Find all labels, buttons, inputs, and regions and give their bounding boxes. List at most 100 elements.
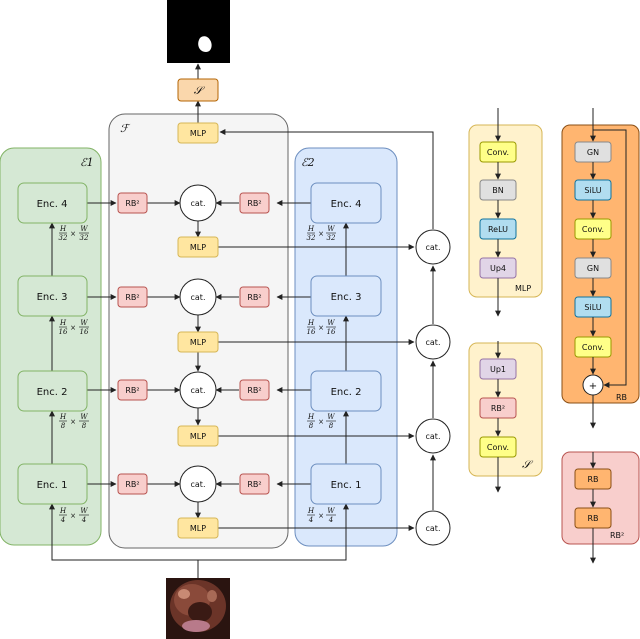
right-cat-1 (415, 510, 451, 546)
enc2-block-2 (310, 370, 382, 412)
output-mask-image (167, 0, 230, 63)
svg-text:×: × (318, 418, 324, 426)
svg-text:Conv.: Conv. (487, 148, 509, 157)
encoder2-blocks: Enc. 4 Enc. 3 Enc. 2 Enc. 1 (310, 182, 382, 505)
svg-text:MLP: MLP (190, 524, 206, 533)
cat-node-1 (179, 465, 217, 503)
svg-text:GN: GN (587, 264, 599, 273)
svg-text:×: × (70, 418, 76, 426)
svg-text:W: W (80, 319, 88, 327)
rb-detail-panel: GN SiLU Conv. GN SiLU Conv. + RB (561, 108, 640, 429)
enc1-block-3 (17, 275, 88, 317)
svg-text:RB: RB (587, 514, 598, 523)
mask-blob (198, 36, 212, 52)
svg-text:32: 32 (59, 234, 68, 242)
svg-text:MLP: MLP (190, 432, 206, 441)
svg-text:RB²: RB² (247, 386, 261, 395)
svg-text:cat.: cat. (191, 386, 206, 395)
scale-1-16-right: H 16 × W 16 (307, 319, 336, 336)
svg-text:RB²: RB² (125, 199, 139, 208)
svg-text:ReLU: ReLU (488, 225, 508, 234)
scale-1-4-right: H 4 × W 4 (307, 507, 336, 524)
rb-panel-add-symbol: + (589, 381, 597, 392)
svg-text:cat.: cat. (191, 480, 206, 489)
s-detail-panel: Up1 RB² Conv. 𝒮 (468, 341, 543, 493)
mlp-panel-title: MLP (515, 284, 531, 293)
svg-text:×: × (318, 230, 324, 238)
scale-1-8-left: H 8 × W 8 (59, 413, 89, 430)
enc1-block-3-label: Enc. 3 (37, 292, 68, 303)
svg-text:W: W (327, 413, 335, 421)
svg-text:8: 8 (309, 422, 314, 430)
svg-text:W: W (80, 413, 88, 421)
rb2-panel-title: RB² (610, 531, 624, 540)
svg-text:RB²: RB² (125, 386, 139, 395)
right-cat-nodes: cat. cat. cat. cat. (415, 229, 451, 546)
rb2-left-4 (117, 192, 148, 214)
svg-text:RB²: RB² (247, 293, 261, 302)
encoder1-group (0, 147, 102, 546)
enc1-block-4-label: Enc. 4 (37, 199, 68, 210)
scale-1-16-left: H 16 × W 16 (59, 319, 89, 336)
rb2-left-1 (117, 473, 148, 495)
right-cat-3 (415, 324, 451, 360)
encoder2-label: ℰ2 (301, 156, 315, 169)
mlp-1 (177, 517, 219, 539)
enc1-block-2-label: Enc. 2 (37, 387, 68, 398)
svg-text:4: 4 (328, 516, 333, 524)
svg-text:4: 4 (81, 516, 86, 524)
svg-text:Conv.: Conv. (582, 225, 604, 234)
mlp-blocks: MLP MLP MLP MLP MLP (177, 122, 219, 539)
svg-text:cat.: cat. (426, 432, 441, 441)
svg-text:H: H (59, 507, 67, 515)
svg-text:RB²: RB² (247, 480, 261, 489)
svg-text:H: H (59, 413, 67, 421)
svg-text:Conv.: Conv. (582, 343, 604, 352)
svg-text:4: 4 (308, 516, 313, 524)
scale-1-32-right: H 32 × W 32 (307, 225, 336, 242)
svg-text:32: 32 (327, 234, 336, 242)
svg-text:GN: GN (587, 148, 599, 157)
svg-text:16: 16 (307, 328, 316, 336)
cat-node-4 (179, 184, 217, 222)
connectors (49, 63, 436, 578)
cat-node-2 (179, 371, 217, 409)
right-cat-4 (415, 229, 451, 265)
rb2-right-3 (239, 286, 270, 308)
rb2-right-4 (239, 192, 270, 214)
mlp-4 (177, 236, 219, 258)
svg-text:RB²: RB² (491, 404, 505, 413)
svg-text:cat.: cat. (191, 293, 206, 302)
fusion-cat-nodes: cat. cat. cat. cat. (179, 184, 217, 503)
encoder1-label: ℰ1 (80, 156, 94, 169)
mlp-3 (177, 331, 219, 353)
rb2-detail-panel: RB RB RB² (561, 451, 640, 564)
svg-text:4: 4 (60, 516, 65, 524)
svg-text:W: W (327, 507, 335, 515)
enc1-block-1 (17, 463, 88, 505)
svg-text:×: × (318, 512, 324, 520)
svg-text:SiLU: SiLU (584, 303, 601, 312)
scale-annotations: H 32 × W 32 H 16 × W 16 H 8 × W 8 H (59, 225, 336, 524)
svg-text:Up1: Up1 (490, 365, 506, 374)
svg-text:Conv.: Conv. (487, 443, 509, 452)
svg-text:×: × (70, 230, 76, 238)
enc2-block-1-label: Enc. 1 (331, 480, 362, 491)
svg-text:W: W (80, 507, 88, 515)
svg-text:H: H (307, 225, 315, 233)
input-endoscopy-image (166, 578, 230, 639)
svg-text:W: W (80, 225, 88, 233)
rb2-right-2 (239, 379, 270, 401)
encoder1-blocks: Enc. 4 Enc. 3 Enc. 2 Enc. 1 (17, 182, 88, 505)
svg-text:RB²: RB² (247, 199, 261, 208)
mlp-detail-panel: Conv. BN ReLU Up4 MLP (468, 108, 543, 317)
svg-text:H: H (59, 225, 67, 233)
svg-text:16: 16 (327, 328, 336, 336)
svg-text:cat.: cat. (426, 524, 441, 533)
enc2-block-4 (310, 182, 382, 224)
enc2-block-1 (310, 463, 382, 505)
svg-text:RB²: RB² (125, 293, 139, 302)
rb2-right-1 (239, 473, 270, 495)
svg-text:32: 32 (307, 234, 316, 242)
